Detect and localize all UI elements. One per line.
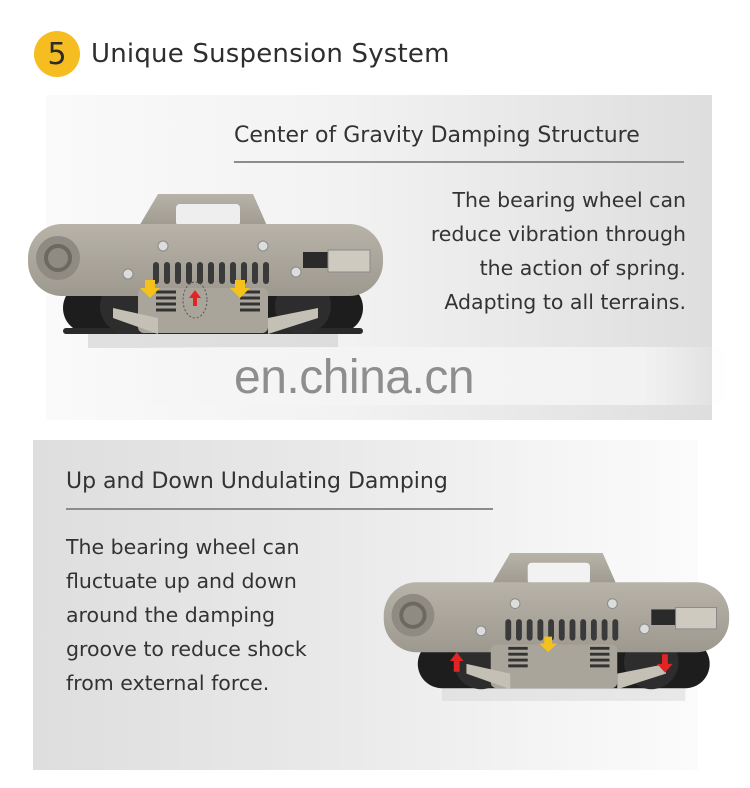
description-line: fluctuate up and down [66, 569, 297, 593]
watermark-text: en.china.cn [234, 351, 475, 404]
section-description: The bearing wheel can fluctuate up and d… [66, 530, 307, 700]
section-title: Up and Down Undulating Damping [66, 469, 448, 494]
robot-chassis-image [18, 188, 388, 348]
description-line: Adapting to all terrains. [444, 290, 686, 314]
section-header: 5 Unique Suspension System [34, 31, 450, 77]
description-line: reduce vibration through [430, 222, 686, 246]
robot-chassis-image [374, 545, 734, 705]
watermark-band [130, 347, 730, 405]
yellow-down-arrow-icon [140, 280, 250, 298]
red-up-arrow-icon [449, 652, 464, 672]
red-down-arrow-icon [657, 654, 673, 673]
description-line: from external force. [66, 671, 270, 695]
description-line: the action of spring. [479, 256, 686, 280]
title-divider [66, 508, 493, 510]
red-up-arrow-icon [189, 290, 201, 306]
section-description: The bearing wheel can reduce vibration t… [431, 183, 686, 319]
step-number-badge: 5 [34, 31, 80, 77]
section-title: Center of Gravity Damping Structure [234, 123, 640, 148]
description-line: The bearing wheel can [452, 188, 687, 212]
page-title: Unique Suspension System [91, 39, 450, 69]
description-line: around the damping [66, 603, 276, 627]
description-line: groove to reduce shock [66, 637, 307, 661]
description-line: The bearing wheel can [66, 535, 300, 559]
yellow-down-arrow-icon [539, 636, 557, 653]
title-divider [234, 161, 684, 163]
